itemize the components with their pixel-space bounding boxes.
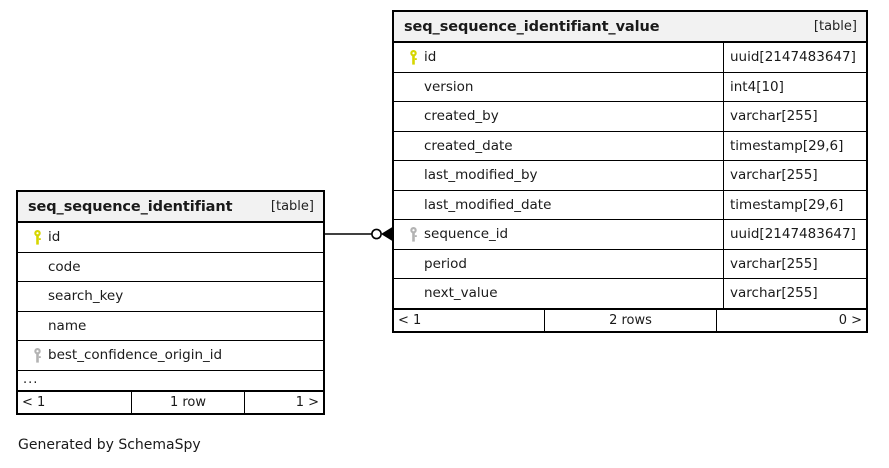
column-name-cell: last_modified_date — [394, 191, 723, 220]
column-label: sequence_id — [424, 226, 509, 243]
column-type-cell: varchar[255] — [723, 279, 866, 308]
column-label: period — [424, 255, 468, 272]
table-row[interactable]: created_by varchar[255] — [394, 102, 866, 132]
many-cardinality-crowsfoot-icon — [381, 226, 394, 242]
table-row[interactable]: created_date timestamp[29,6] — [394, 131, 866, 161]
column-name-cell: id — [394, 43, 723, 72]
column-type: uuid[2147483647] — [730, 226, 856, 243]
table-header[interactable]: seq_sequence_identifiant_value [table] — [394, 12, 866, 43]
column-label: id — [48, 229, 61, 246]
primary-key-icon — [26, 229, 48, 245]
row-count: 1 row — [132, 391, 245, 413]
column-label: id — [424, 49, 437, 66]
table-footer: < 1 1 row 1 > — [18, 390, 323, 413]
parent-relationship-count[interactable]: < 1 — [18, 391, 132, 413]
table-row[interactable]: search_key — [18, 282, 323, 312]
column-type-cell: uuid[2147483647] — [723, 220, 866, 249]
column-type: uuid[2147483647] — [730, 49, 856, 66]
column-name-cell: search_key — [18, 282, 323, 311]
table-row[interactable]: sequence_id uuid[2147483647] — [394, 220, 866, 250]
column-name-cell: id — [18, 223, 323, 252]
table-name: seq_sequence_identifiant_value — [404, 18, 660, 35]
table-row[interactable]: code — [18, 253, 323, 282]
table-row[interactable]: next_value varchar[255] — [394, 279, 866, 309]
table-row[interactable]: name — [18, 312, 323, 341]
table-row[interactable]: id — [18, 223, 323, 253]
column-label: code — [48, 258, 81, 275]
parent-relationship-count[interactable]: < 1 — [394, 309, 545, 331]
column-type: varchar[255] — [730, 167, 818, 184]
column-label: search_key — [48, 288, 124, 305]
row-count: 2 rows — [545, 309, 717, 331]
table-name: seq_sequence_identifiant — [28, 198, 233, 215]
table-row[interactable]: version int4[10] — [394, 72, 866, 102]
column-type: timestamp[29,6] — [730, 196, 844, 213]
column-type-cell: int4[10] — [723, 72, 866, 101]
column-name-cell: created_by — [394, 102, 723, 131]
table-header[interactable]: seq_sequence_identifiant [table] — [18, 192, 323, 223]
table-kind-label: [table] — [270, 199, 314, 214]
column-type-cell: timestamp[29,6] — [723, 131, 866, 160]
column-name-cell: best_confidence_origin_id — [18, 341, 323, 370]
table-row[interactable]: best_confidence_origin_id — [18, 341, 323, 371]
child-relationship-count[interactable]: 0 > — [838, 312, 862, 328]
table-seq-sequence-identifiant[interactable]: seq_sequence_identifiant [table] id code — [16, 190, 325, 415]
zero-or-one-cardinality-icon — [371, 228, 382, 240]
more-columns-indicator[interactable]: ... — [18, 371, 323, 391]
column-name-cell: code — [18, 253, 323, 282]
table-row[interactable]: last_modified_date timestamp[29,6] — [394, 190, 866, 220]
relationship-connector[interactable] — [323, 221, 394, 247]
foreign-key-icon — [402, 226, 424, 242]
column-name-cell: version — [394, 73, 723, 102]
column-name-cell: name — [18, 312, 323, 341]
column-label: created_by — [424, 108, 499, 125]
table-row[interactable]: last_modified_by varchar[255] — [394, 161, 866, 191]
table-footer: < 1 2 rows 0 > — [394, 308, 866, 331]
column-name-cell: next_value — [394, 279, 723, 308]
column-label: name — [48, 317, 87, 334]
column-type-cell: varchar[255] — [723, 102, 866, 131]
column-label: last_modified_by — [424, 167, 538, 184]
column-name-cell: created_date — [394, 132, 723, 161]
child-relationship-count[interactable]: 1 > — [295, 394, 319, 410]
column-type: timestamp[29,6] — [730, 137, 844, 154]
schemaspy-credit: Generated by SchemaSpy — [18, 437, 201, 453]
column-type: varchar[255] — [730, 255, 818, 272]
foreign-key-icon — [26, 347, 48, 363]
column-name-cell: sequence_id — [394, 220, 723, 249]
table-kind-label: [table] — [813, 19, 857, 34]
column-type-cell: varchar[255] — [723, 161, 866, 190]
column-type-cell: timestamp[29,6] — [723, 190, 866, 219]
table-row[interactable]: id uuid[2147483647] — [394, 43, 866, 73]
column-name-cell: period — [394, 250, 723, 279]
column-type-cell: varchar[255] — [723, 249, 866, 278]
column-type: varchar[255] — [730, 285, 818, 302]
table-seq-sequence-identifiant-value[interactable]: seq_sequence_identifiant_value [table] i… — [392, 10, 868, 333]
column-type: int4[10] — [730, 78, 784, 95]
column-label: last_modified_date — [424, 196, 552, 213]
column-type-cell: uuid[2147483647] — [723, 43, 866, 72]
column-name-cell: last_modified_by — [394, 161, 723, 190]
column-label: best_confidence_origin_id — [48, 347, 223, 364]
primary-key-icon — [402, 49, 424, 65]
column-type: varchar[255] — [730, 108, 818, 125]
table-row[interactable]: period varchar[255] — [394, 249, 866, 279]
column-label: created_date — [424, 137, 513, 154]
column-label: next_value — [424, 285, 498, 302]
column-label: version — [424, 78, 474, 95]
